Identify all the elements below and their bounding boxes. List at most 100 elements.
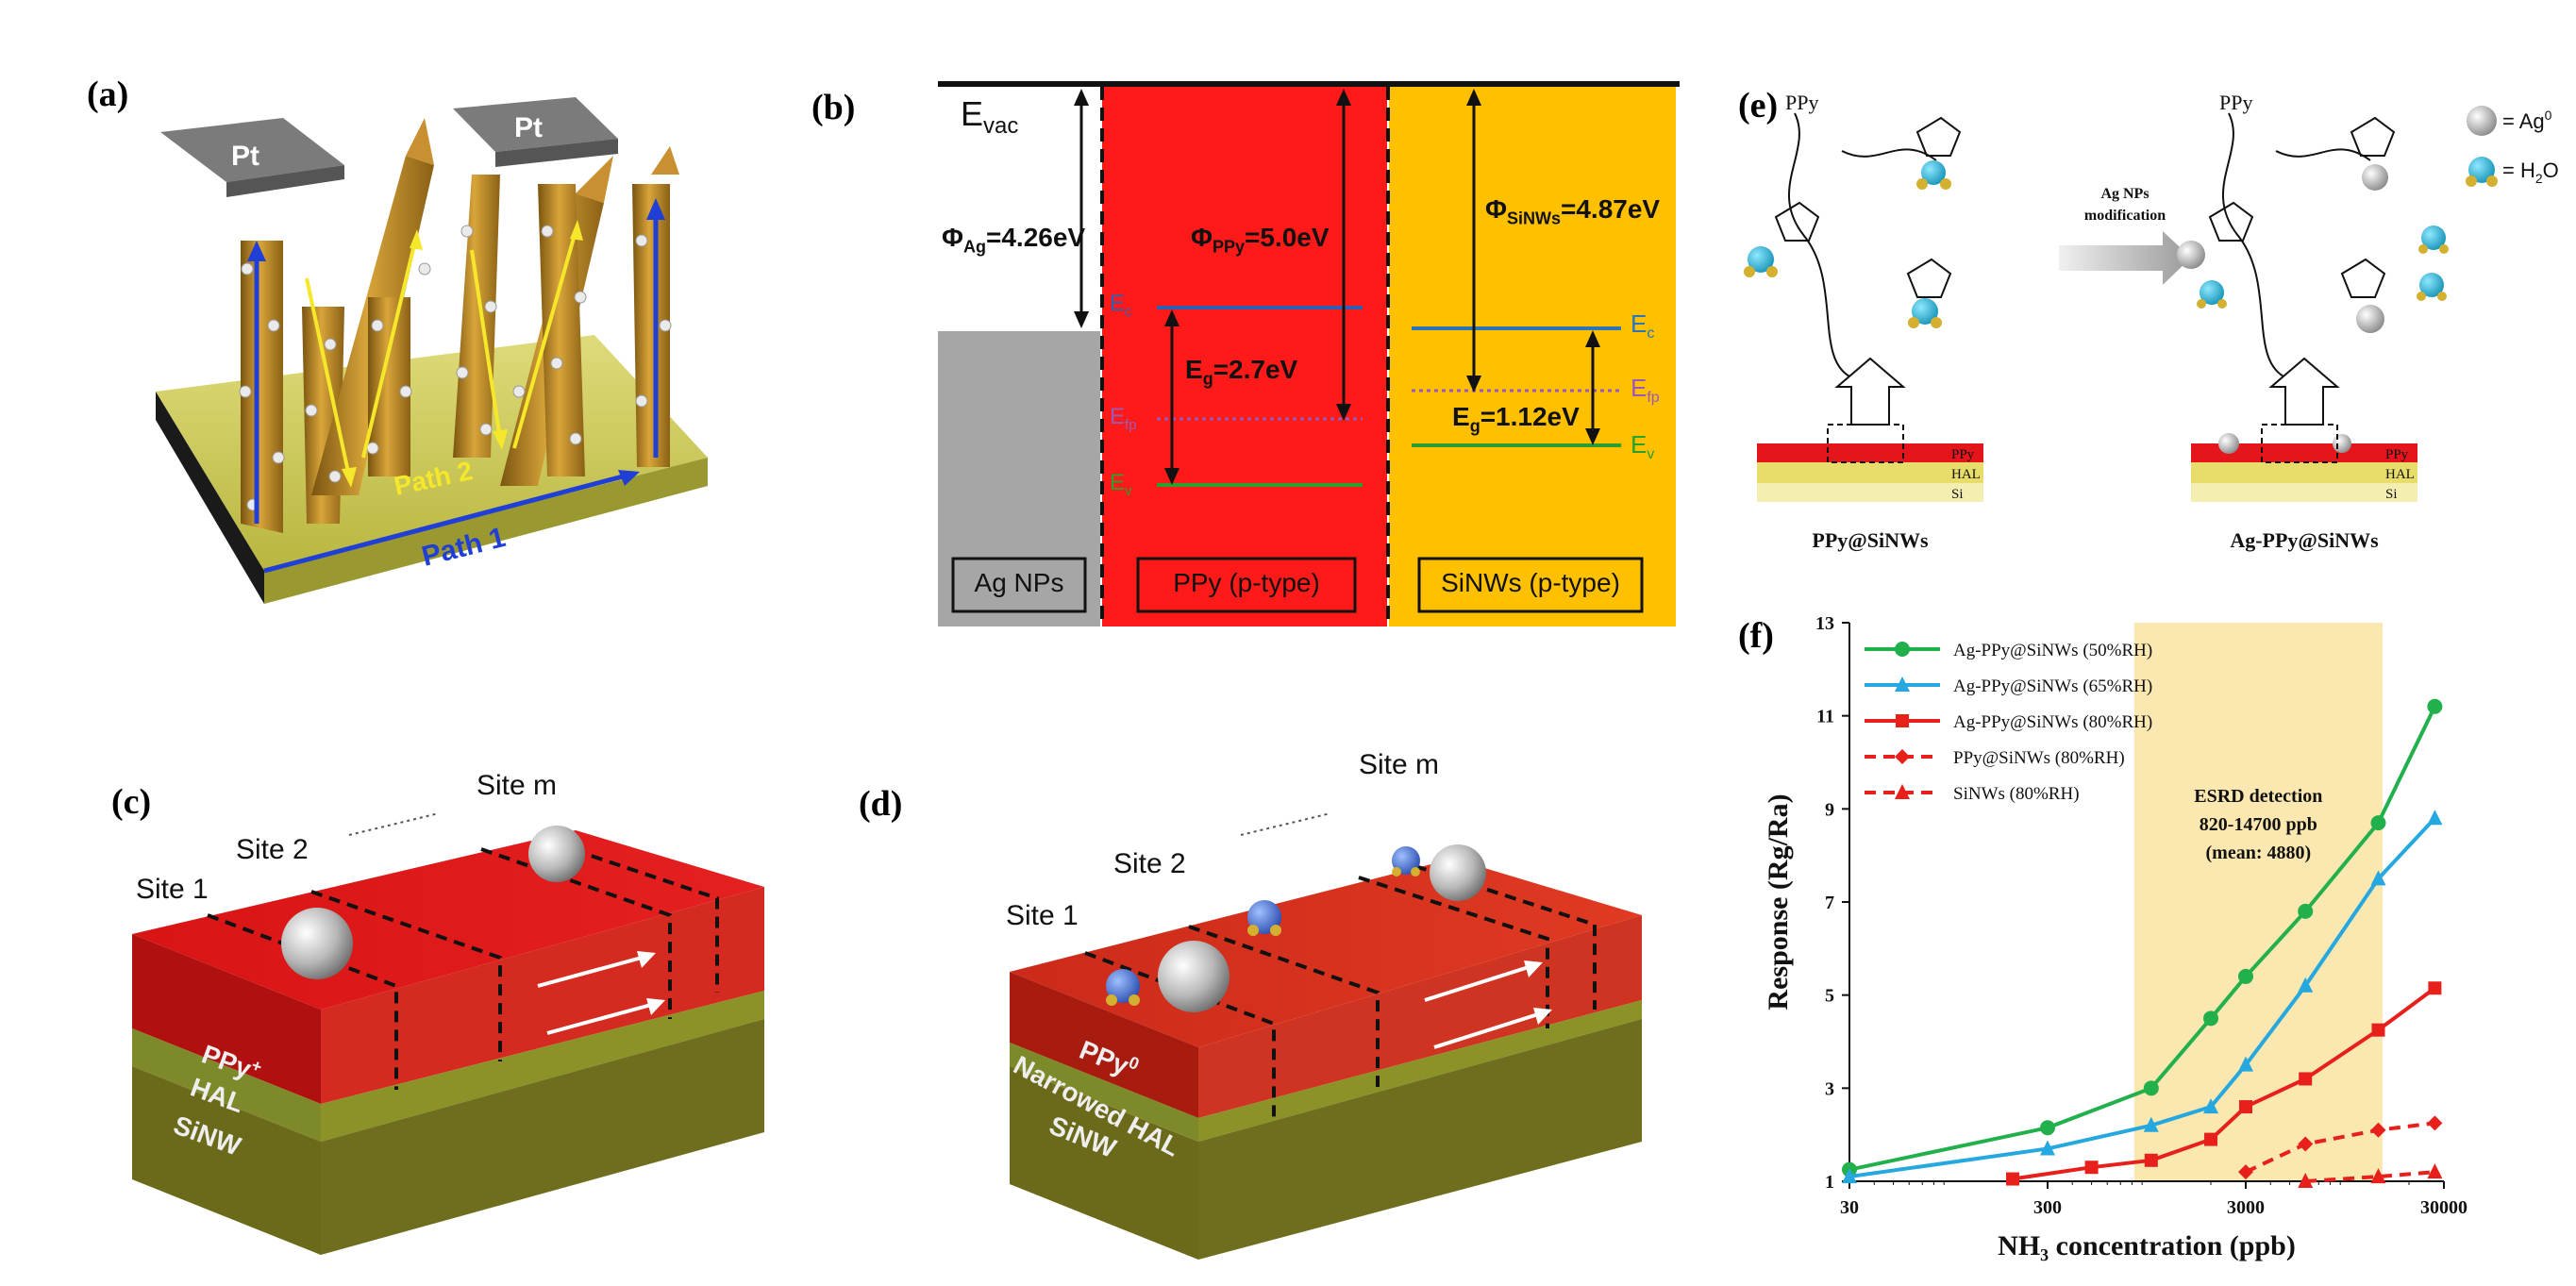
arrow-label-1: Ag NPs [2100,186,2149,202]
data-point [2084,1161,2099,1175]
layer-si-right: Si [2385,487,2398,502]
eg-sinw-label: Eg=1.12eV [1452,402,1580,436]
right-face [321,887,764,1104]
legend-label: Ag-PPy@SiNWs (65%RH) [1953,676,2152,696]
data-point [2238,1056,2253,1072]
series-1 [1842,698,2443,1177]
site-2-label: Site 2 [236,834,309,865]
legend-marker [1895,642,1910,657]
panel-label-c: (c) [111,782,152,822]
legend-marker [1896,714,1909,727]
ppy-ev-label: Ev [1110,470,1132,499]
data-point [2370,1168,2386,1184]
legend-h2o-label: = H2O [2502,159,2559,186]
panel-e-chemistry-diagram: PPy Ag NPs modification PPy = Ag0 = H2O … [1744,91,2559,552]
panel-label-a: (a) [87,75,129,114]
ppy-ec-label: Ec [1110,291,1132,320]
sinw-ec-label: Ec [1631,309,1655,342]
data-point [2427,1163,2443,1179]
y-tick-label: 7 [1825,893,1834,913]
data-point [2370,1122,2386,1138]
data-point [2204,1132,2218,1146]
legend-marker [1895,784,1910,799]
modification-arrow [2059,231,2191,285]
data-point [2370,870,2386,886]
ag-particles [239,225,672,511]
pt-label-right: Pt [514,112,543,143]
chart-legend: Ag-PPy@SiNWs (50%RH)Ag-PPy@SiNWs (65%RH)… [1865,641,2152,804]
y-tick-label: 3 [1825,1078,1834,1099]
x-tick-label: 30 [1840,1197,1859,1218]
y-tick-label: 13 [1815,613,1834,634]
phi-ag-label: ΦAg=4.26eV [942,223,1086,257]
nanowire-array [241,118,679,533]
legend-marker [1895,676,1910,692]
data-point [2428,981,2442,995]
data-point [2298,903,2314,919]
series-line [1848,816,2436,1179]
data-point [2144,1153,2158,1167]
data-point [2298,977,2314,993]
box-sinw-label: SiNWs (p-type) [1441,568,1620,597]
panel-c-block-diagram: Site m Site 2 Site 1 PPy+ HAL SiNW [132,770,764,1255]
x-tick-label: 3000 [2227,1197,2265,1218]
x-axis-label: NH₃ concentration (ppb) [1998,1230,2296,1261]
evac-label: Evac [961,94,1019,140]
series-line [1848,705,2437,1172]
panel-a-nanowire-diagram: Pt Pt Path 2 Path 1 [156,97,708,604]
y-tick-label: 5 [1825,986,1834,1007]
legend-h2o-sphere [2468,157,2495,183]
ag-region [938,331,1100,626]
data-point [2370,815,2386,831]
y-axis-label: Response (Rg/Ra) [1763,793,1794,1010]
data-point [2238,1164,2253,1180]
layer-ppy-left: PPy [1951,447,1975,462]
legend-label: SiNWs (80%RH) [1953,784,2080,804]
vacuum-level-line [938,81,1680,87]
panel-label-b: (b) [811,88,856,127]
y-tick-label: 9 [1825,799,1834,820]
legend-marker [1895,749,1910,764]
legend-ag-sphere [2467,106,2497,136]
data-point [2298,1136,2314,1152]
front-face-ppy [132,934,321,1104]
panel-b-band-diagram: Evac ΦAg=4.26eV ΦPPy=5.0eV ΦSiNWs=4.87eV… [938,81,1683,626]
caption-left: PPy@SiNWs [1812,528,1929,552]
series-4 [2238,1115,2443,1180]
esrd-annotation-line: (mean: 4880) [2206,843,2312,863]
box-ag-label: Ag NPs [974,568,1064,597]
ppy-ef-label: Efp [1110,404,1137,433]
data-point [2040,1120,2055,1136]
data-point [2143,1080,2159,1096]
site-2-label-d: Site 2 [1113,848,1186,879]
caption-right: Ag-PPy@SiNWs [2230,528,2379,552]
path1-arrows [254,212,659,574]
site-1-label-d: Site 1 [1006,900,1079,931]
sinw-region [1389,87,1676,626]
x-tick-label: 30000 [2420,1197,2467,1218]
ppy-chain-label-right: PPy [2219,91,2252,114]
data-point [2371,1023,2385,1037]
arrow-label-2: modification [2084,208,2166,224]
data-point [2203,1098,2219,1114]
data-point [2143,1116,2159,1132]
eg-ppy-label: Eg=2.7eV [1185,355,1298,389]
series-5 [2298,1163,2443,1188]
series-line [2305,1170,2435,1183]
series-2 [1842,810,2443,1184]
data-point [2427,810,2443,826]
layer-hal-left: HAL [1951,467,1981,482]
data-point [2427,1115,2443,1131]
phi-sinw-label: ΦSiNWs=4.87eV [1485,194,1661,228]
data-point [2239,1100,2252,1114]
panel-label-f: (f) [1738,616,1774,656]
pt-electrode-right [453,97,618,152]
esrd-shaded-region [2133,623,2383,1181]
phi-ppy-label: ΦPPy=5.0eV [1191,223,1330,257]
site-m-label-d: Site m [1359,749,1439,780]
data-point [2298,1173,2314,1188]
data-point [2299,1072,2313,1086]
pt-electrode-left [160,118,344,182]
